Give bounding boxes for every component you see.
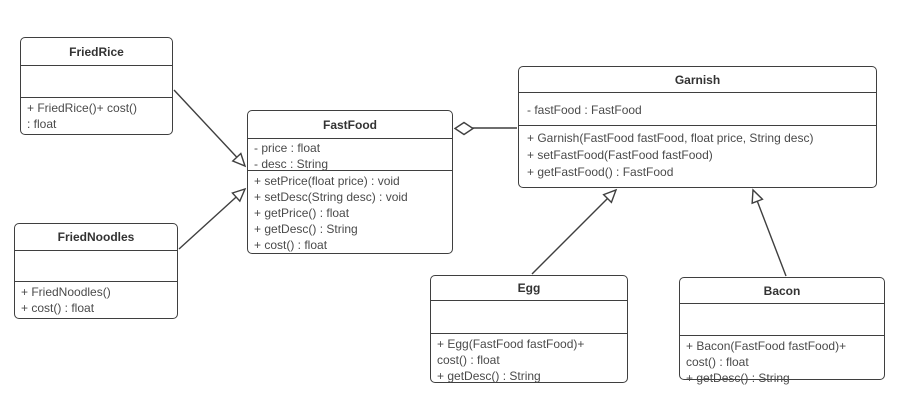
method-line: + getDesc() : String [686, 371, 790, 385]
method-line: + setPrice(float price) : void [254, 174, 400, 188]
method-line: + getPrice() : float [254, 206, 350, 220]
class-title: Bacon [680, 278, 884, 304]
class-title: FastFood [248, 111, 452, 139]
methods-compartment: + Bacon(FastFood fastFood)+ cost() : flo… [680, 336, 884, 386]
method-line: cost() : float [686, 355, 749, 369]
class-title: Egg [431, 276, 627, 301]
attributes-compartment [21, 66, 172, 98]
attributes-compartment [431, 301, 627, 334]
method-line: + setFastFood(FastFood fastFood) [527, 148, 713, 162]
method-line: + FriedRice()+ cost() [27, 101, 138, 115]
method-line: cost() : float [437, 353, 500, 367]
generalization-line-egg-garnish [531, 188, 618, 275]
class-title: FriedRice [21, 38, 172, 66]
class-friednoodles[interactable]: FriedNoodles + FriedNoodles() + cost() :… [14, 223, 178, 319]
attribute-line: - desc : String [254, 157, 329, 171]
class-egg[interactable]: Egg + Egg(FastFood fastFood)+ cost() : f… [430, 275, 628, 383]
generalization-line-friedrice-fastfood [173, 89, 247, 168]
class-garnish[interactable]: Garnish - fastFood : FastFood + Garnish(… [518, 66, 877, 188]
methods-compartment: + FriedNoodles() + cost() : float [15, 282, 177, 316]
method-line: + getFastFood() : FastFood [527, 165, 674, 179]
method-line: + cost() : float [254, 238, 328, 252]
method-line: + getDesc() : String [254, 222, 358, 236]
class-friedrice[interactable]: FriedRice + FriedRice()+ cost() : float [20, 37, 173, 135]
method-line: : float [27, 117, 57, 131]
methods-compartment: + FriedRice()+ cost() : float [21, 98, 172, 132]
generalization-line-bacon-garnish [751, 188, 787, 277]
generalization-line-friednoodles-fastfood [178, 187, 247, 250]
class-title: Garnish [519, 67, 876, 93]
method-line: + FriedNoodles() [21, 285, 111, 299]
class-bacon[interactable]: Bacon + Bacon(FastFood fastFood)+ cost()… [679, 277, 885, 385]
methods-compartment: + Garnish(FastFood fastFood, float price… [519, 126, 876, 181]
attribute-line: - price : float [254, 141, 321, 155]
method-line: + setDesc(String desc) : void [254, 190, 408, 204]
method-line: + getDesc() : String [437, 369, 541, 383]
attributes-compartment [15, 251, 177, 282]
methods-compartment: + Egg(FastFood fastFood)+ cost() : float… [431, 334, 627, 384]
method-line: + Garnish(FastFood fastFood, float price… [527, 131, 814, 145]
class-title: FriedNoodles [15, 224, 177, 251]
attributes-compartment: - price : float - desc : String [248, 139, 452, 171]
class-fastfood[interactable]: FastFood - price : float - desc : String… [247, 110, 453, 254]
method-line: + cost() : float [21, 301, 95, 315]
methods-compartment: + setPrice(float price) : void + setDesc… [248, 171, 452, 253]
method-line: + Bacon(FastFood fastFood)+ [686, 339, 847, 353]
attributes-compartment: - fastFood : FastFood [519, 93, 876, 126]
method-line: + Egg(FastFood fastFood)+ [437, 337, 585, 351]
aggregation-diamond [453, 121, 475, 136]
attribute-line: - fastFood : FastFood [527, 102, 642, 117]
attributes-compartment [680, 304, 884, 336]
